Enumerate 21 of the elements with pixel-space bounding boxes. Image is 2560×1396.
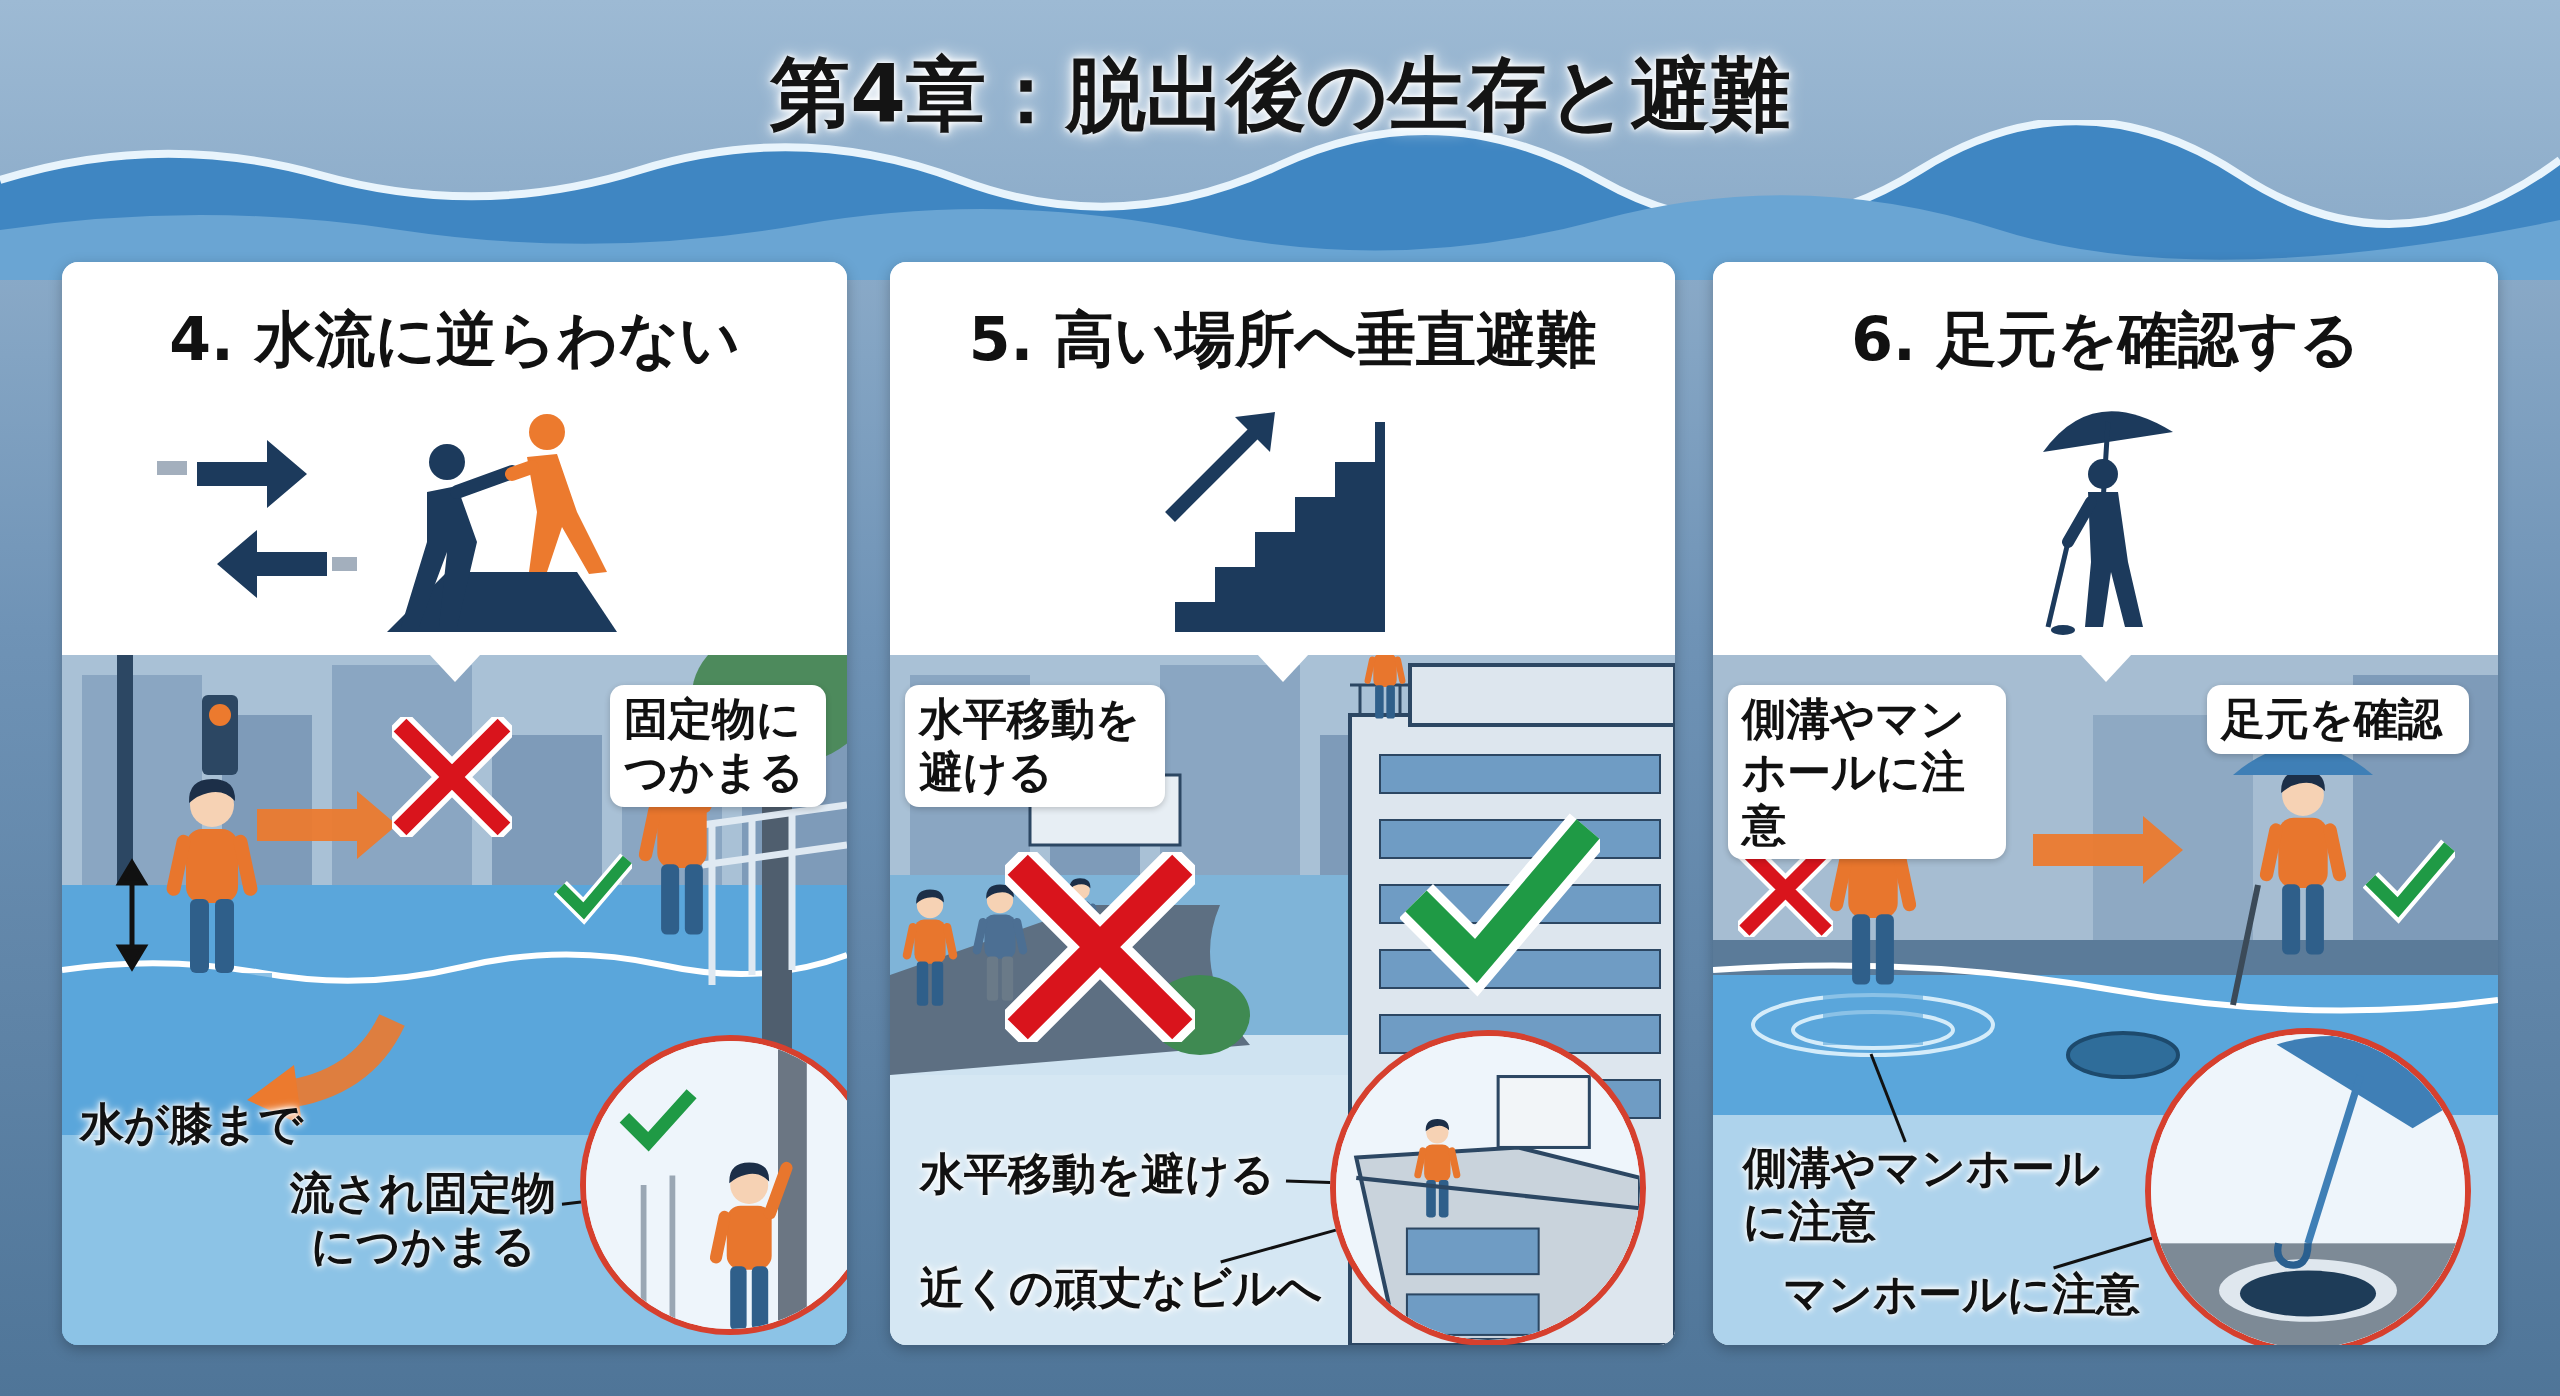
depth-label: 水が膝まで [80, 1098, 303, 1151]
callout-text: 側溝やマンホールに注意 [1728, 685, 2006, 860]
panel-heading: 4. 水流に逆らわない [169, 304, 740, 374]
caption-text: 水平移動を避ける [920, 1148, 1286, 1201]
caption-text: 近くの頑丈なビルへ [920, 1262, 1330, 1315]
caption-text: マンホールに注意 [1783, 1268, 2149, 1321]
leader-line [1220, 1228, 1337, 1264]
callout-text: 固定物につかまる [610, 685, 826, 807]
caption-text: 側溝やマンホールに注意 [1743, 1142, 2109, 1248]
panel-heading: 5. 高い場所へ垂直避難 [968, 304, 1597, 374]
callout-text: 足元を確認 [2207, 685, 2469, 754]
panel-card [62, 262, 847, 1345]
panel-heading: 6. 足元を確認する [1851, 304, 2360, 374]
panel-card [1713, 262, 2498, 1345]
callout-text: 水平移動を避ける [905, 685, 1165, 807]
leader-line [2053, 1236, 2153, 1270]
leader-line [1285, 1179, 1331, 1184]
title: 第4章：脱出後の生存と避難 [770, 47, 1790, 143]
caption-text: 流され固定物につかまる [284, 1167, 562, 1273]
panel-card [890, 262, 1675, 1345]
leader-line [561, 1200, 582, 1206]
